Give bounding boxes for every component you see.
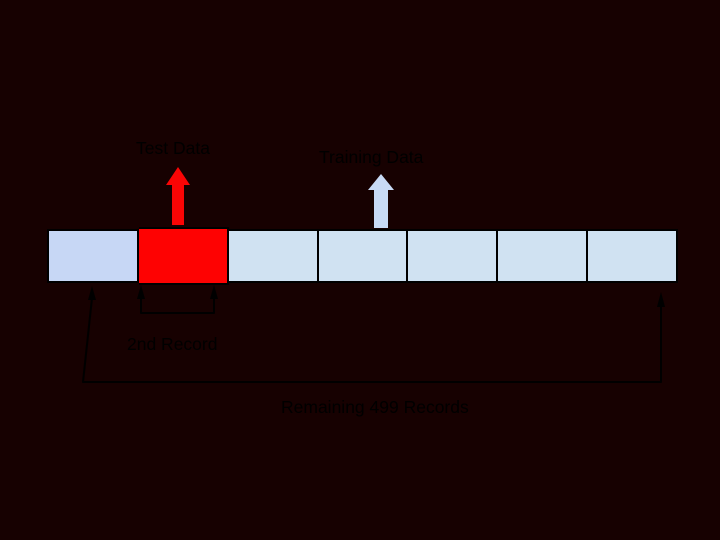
second-record-arrowhead-left-icon bbox=[137, 285, 145, 299]
second-record-arrowhead-right-icon bbox=[210, 285, 218, 299]
training-record-box bbox=[408, 229, 499, 283]
training-data-label: Training Data bbox=[319, 147, 424, 167]
training-record-box bbox=[588, 229, 679, 283]
second-record-bracket bbox=[140, 296, 215, 314]
training-record-box bbox=[228, 229, 319, 283]
remaining-records-arrowhead-left-icon bbox=[88, 286, 96, 300]
test-data-label: Test Data bbox=[136, 138, 210, 158]
remaining-records-arrowhead-right-icon bbox=[657, 292, 665, 307]
remaining-records-label: Remaining 499 Records bbox=[281, 397, 469, 417]
test-record-box bbox=[138, 227, 229, 285]
test-data-arrow-icon bbox=[166, 167, 190, 225]
training-record-box bbox=[318, 229, 409, 283]
second-record-label: 2nd Record bbox=[127, 334, 218, 354]
training-record-box bbox=[498, 229, 589, 283]
training-data-arrow-icon bbox=[368, 174, 394, 228]
training-record-box bbox=[47, 229, 139, 283]
record-row bbox=[47, 227, 679, 285]
